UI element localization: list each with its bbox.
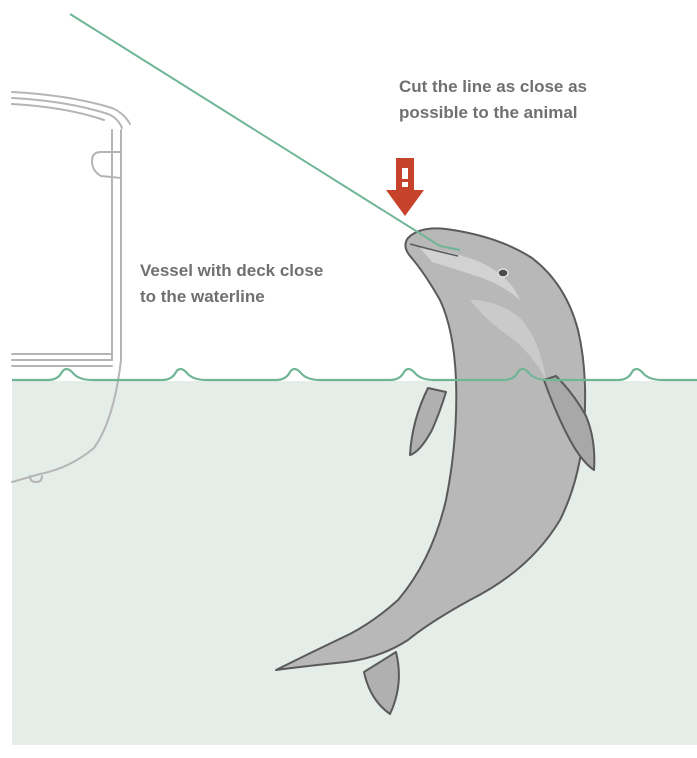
warning-arrow-icon bbox=[386, 158, 424, 216]
cut-instruction-line1: Cut the line as close as bbox=[399, 77, 587, 96]
vessel-description-line2: to the waterline bbox=[140, 287, 265, 306]
dolphin-eye bbox=[498, 269, 508, 277]
cut-instruction-line2: possible to the animal bbox=[399, 103, 578, 122]
cut-instruction-label: Cut the line as close as possible to the … bbox=[399, 74, 587, 126]
water bbox=[12, 381, 697, 745]
vessel-description-line1: Vessel with deck close bbox=[140, 261, 323, 280]
vessel-description-label: Vessel with deck close to the waterline bbox=[140, 258, 323, 310]
fishing-line bbox=[70, 14, 460, 250]
waterline bbox=[12, 369, 697, 380]
